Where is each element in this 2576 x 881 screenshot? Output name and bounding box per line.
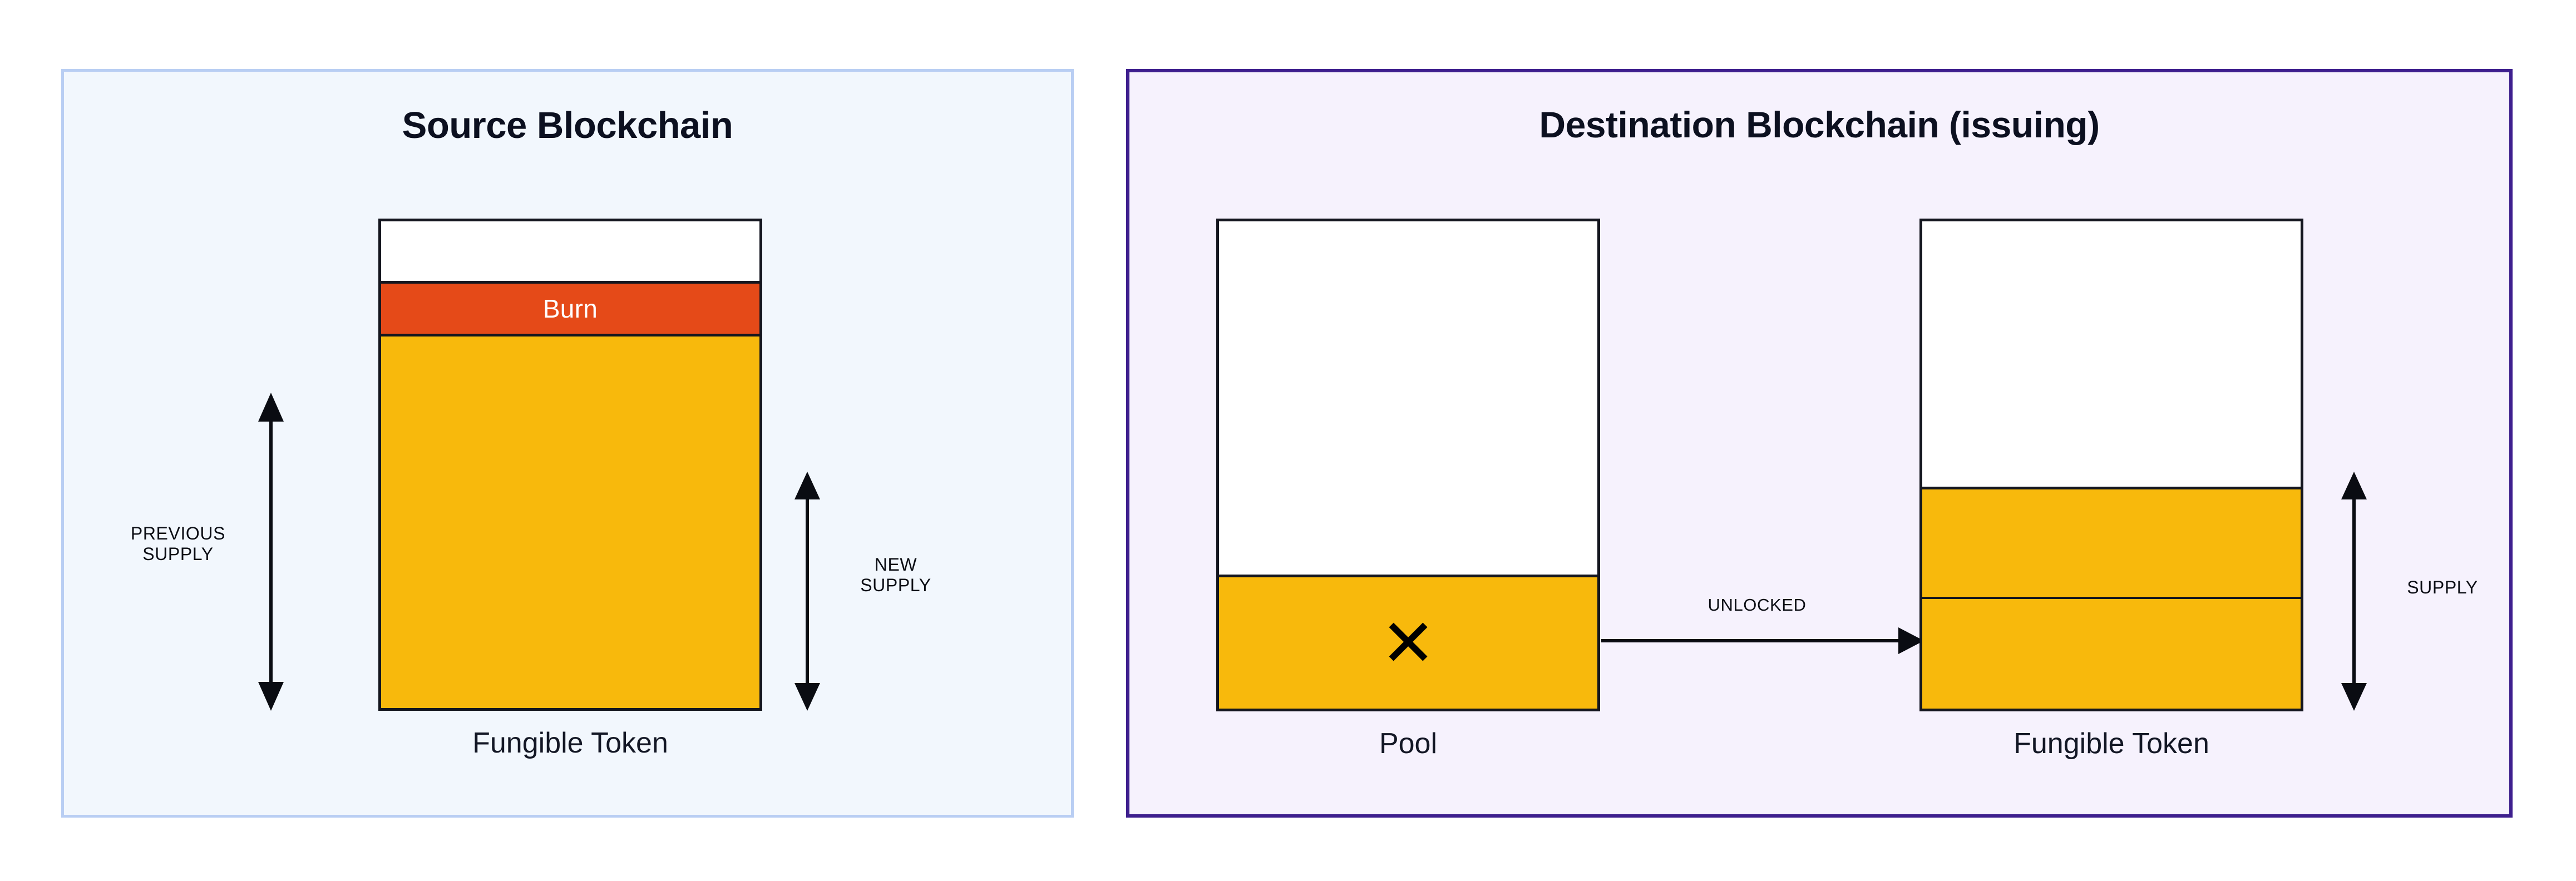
segment-empty-headroom — [1219, 221, 1597, 575]
segment-empty-headroom — [1922, 221, 2301, 487]
cross-mark-icon: ✕ — [1380, 605, 1436, 681]
new-supply-arrow — [794, 472, 821, 711]
destination-blockchain-panel: Destination Blockchain (issuing) ✕ Pool … — [1126, 69, 2513, 818]
burn-label: Burn — [542, 294, 598, 323]
supply-label: SUPPLY — [2378, 577, 2506, 598]
supply-label-line1: SUPPLY — [2407, 577, 2478, 597]
segment-burn: Burn — [381, 281, 759, 334]
arrow-right-icon — [1601, 627, 1924, 654]
new-supply-label: NEW SUPPLY — [832, 555, 960, 596]
pool-bar: ✕ — [1216, 219, 1600, 711]
previous-supply-label-line2: SUPPLY — [142, 544, 214, 565]
segment-remaining-supply — [381, 334, 759, 708]
segment-newly-issued — [1922, 487, 2301, 597]
previous-supply-label-line1: PREVIOUS — [130, 523, 226, 543]
dest-token-bar-caption: Fungible Token — [2014, 727, 2209, 760]
pool-bar-caption: Pool — [1379, 727, 1438, 760]
segment-existing-supply — [1922, 597, 2301, 709]
double-headed-arrow-icon — [258, 393, 284, 711]
dest-fungible-token-bar — [1919, 219, 2303, 711]
source-panel-title: Source Blockchain — [402, 105, 733, 146]
source-fungible-token-bar: Burn — [378, 219, 762, 711]
previous-supply-label: PREVIOUS SUPPLY — [103, 523, 253, 565]
segment-pool-locked: ✕ — [1219, 575, 1597, 709]
double-headed-arrow-icon — [794, 472, 820, 711]
new-supply-label-line2: SUPPLY — [860, 575, 931, 596]
new-supply-label-line1: NEW — [874, 555, 917, 575]
unlocked-flow-arrow — [1601, 627, 1924, 654]
source-blockchain-panel: Source Blockchain Burn Fungible Token PR… — [61, 69, 1074, 818]
previous-supply-arrow — [258, 393, 284, 711]
source-bar-caption: Fungible Token — [472, 727, 668, 759]
segment-empty-headroom — [381, 221, 759, 281]
unlocked-flow-label: UNLOCKED — [1708, 595, 1807, 615]
supply-arrow — [2341, 472, 2367, 711]
double-headed-arrow-icon — [2341, 472, 2367, 711]
dest-panel-title: Destination Blockchain (issuing) — [1539, 104, 2100, 145]
